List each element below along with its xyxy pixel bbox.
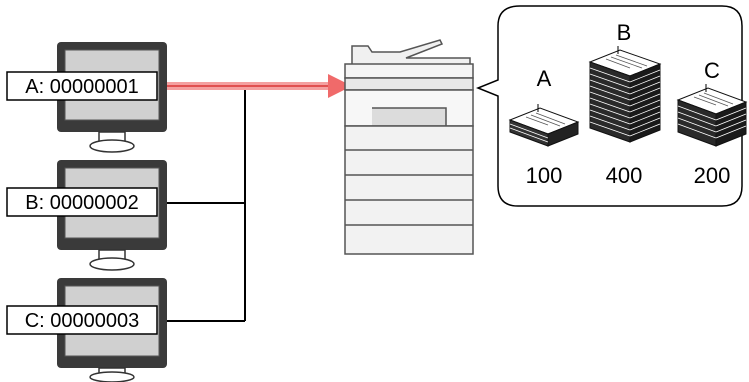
paper-stack-icon	[588, 46, 662, 143]
computer-label-text: A: 00000001	[25, 76, 138, 98]
monitor-base	[89, 139, 135, 153]
stack-letter: C	[704, 58, 720, 83]
label-box	[6, 71, 158, 101]
label-box	[6, 305, 158, 335]
printer-scanner	[344, 63, 474, 79]
computer-label-c: C: 00000003	[6, 305, 158, 335]
paper-stack-b: B 400	[588, 20, 662, 188]
computer-label-text: C: 00000003	[25, 310, 140, 332]
printer-output-tray	[372, 107, 447, 127]
highlighted-connection-a	[160, 74, 352, 98]
stack-count: 400	[606, 163, 643, 188]
stack-letter: A	[537, 66, 552, 91]
stack-letter: B	[617, 20, 632, 45]
computer-label-text: B: 00000002	[25, 192, 138, 214]
stack-b-page-lines	[589, 67, 661, 137]
stack-count: 200	[694, 163, 731, 188]
monitor-base	[89, 371, 135, 382]
computer-label-a: A: 00000001	[6, 71, 158, 101]
paper-stack-icon	[676, 84, 748, 147]
printer-body	[344, 125, 474, 255]
stack-count: 100	[526, 163, 563, 188]
stack-c-page-lines	[677, 105, 747, 139]
monitor-base	[89, 257, 135, 271]
label-box	[6, 187, 158, 217]
network-lines	[166, 86, 246, 322]
multifunction-printer-icon	[344, 39, 474, 255]
printer-control-panel	[344, 77, 474, 91]
computer-label-b: B: 00000002	[6, 187, 158, 217]
paper-stack-c: C 200	[676, 58, 748, 188]
paper-stack-a: A 100	[508, 66, 580, 188]
arrow-head-icon	[328, 74, 352, 98]
printer-document-feeder	[351, 39, 471, 67]
paper-stack-icon	[508, 104, 580, 147]
